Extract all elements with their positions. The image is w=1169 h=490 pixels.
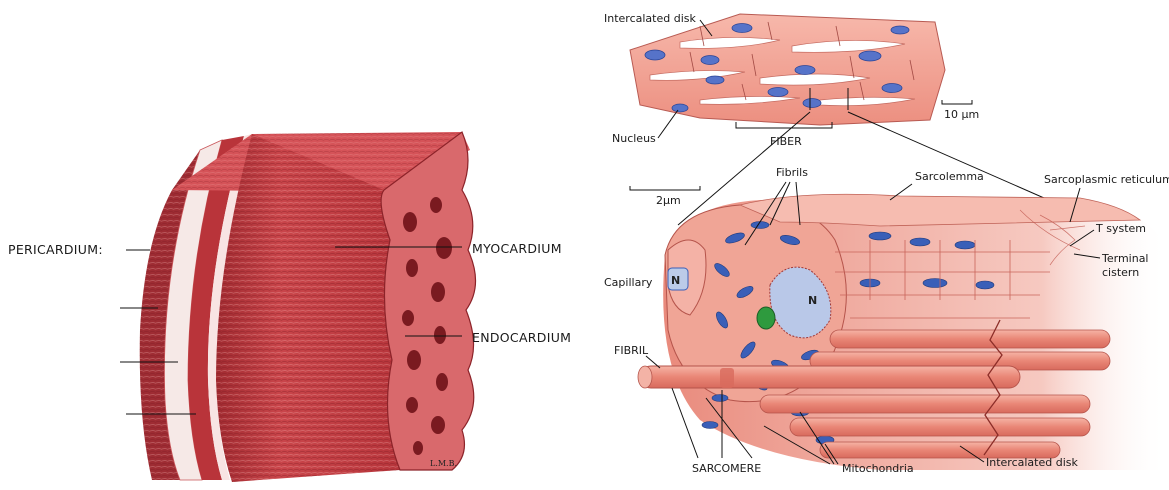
label-fibril: FIBRIL [614, 344, 649, 357]
nucleus-label-central: N [808, 294, 817, 307]
scale-bar-2um [630, 186, 700, 190]
endocardium-trabeculae [381, 132, 475, 470]
label-t-system: T system [1095, 222, 1146, 235]
green-organelle [757, 307, 775, 329]
label-terminal-cistern-1: Terminal [1101, 252, 1149, 265]
label-intercalated-disk-bottom: Intercalated disk [986, 456, 1078, 469]
label-terminal-cistern-2: cistern [1102, 266, 1139, 279]
label-scale-2um: 2µm [656, 194, 681, 207]
label-capillary: Capillary [604, 276, 653, 289]
artist-signature: L.M.B. [430, 459, 457, 468]
cardiac-cell-3d: N N [638, 194, 1168, 470]
cardiac-fiber-network [630, 14, 945, 125]
zoom-line-right [848, 112, 1060, 205]
label-nucleus: Nucleus [612, 132, 656, 145]
label-sarcomere: SARCOMERE [692, 462, 761, 475]
label-sarcoplasmic-reticulum: Sarcoplasmic reticulum [1044, 173, 1169, 186]
label-mitochondria: Mitochondria [842, 462, 914, 475]
label-myocardium: MYOCARDIUM [472, 241, 562, 256]
label-fibrils: Fibrils [776, 166, 808, 179]
label-scale-10um: 10 µm [944, 108, 979, 121]
label-intercalated-disk-top: Intercalated disk [604, 12, 696, 25]
label-sarcolemma: Sarcolemma [915, 170, 984, 183]
label-pericardium: PERICARDIUM: [8, 242, 103, 257]
nucleus-label-capillary: N [671, 274, 680, 287]
label-endocardium: ENDOCARDIUM [472, 330, 571, 345]
heart-wall-illustration: L.M.B. [140, 132, 476, 482]
scale-bar-10um [942, 100, 972, 104]
leader-nucleus [658, 110, 678, 138]
